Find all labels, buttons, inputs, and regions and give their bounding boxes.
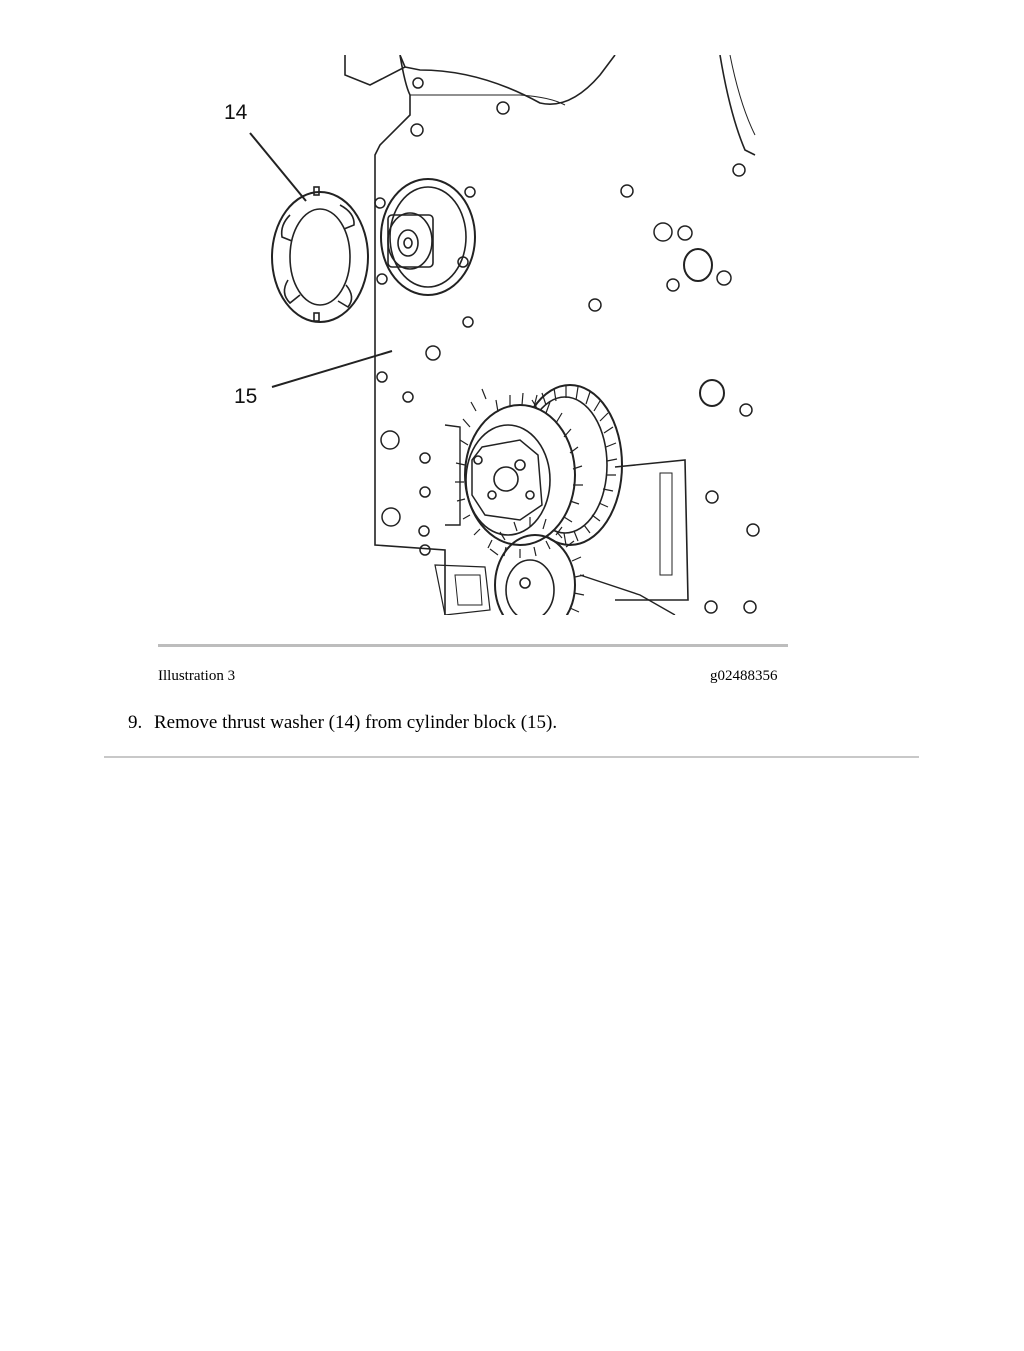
- graphic-id: g02488356: [710, 668, 778, 684]
- engine-illustration: 14 15: [220, 55, 765, 615]
- caption-divider: [158, 644, 788, 647]
- callout-14: 14: [224, 101, 248, 124]
- callout-15: 15: [234, 385, 258, 408]
- section-divider: [104, 756, 919, 758]
- step-number: 9.: [128, 712, 143, 733]
- illustration-label: Illustration 3: [158, 668, 236, 684]
- step-text: Remove thrust washer (14) from cylinder …: [154, 712, 558, 733]
- procedure-step: 9. Remove thrust washer (14) from cylinde…: [128, 712, 557, 734]
